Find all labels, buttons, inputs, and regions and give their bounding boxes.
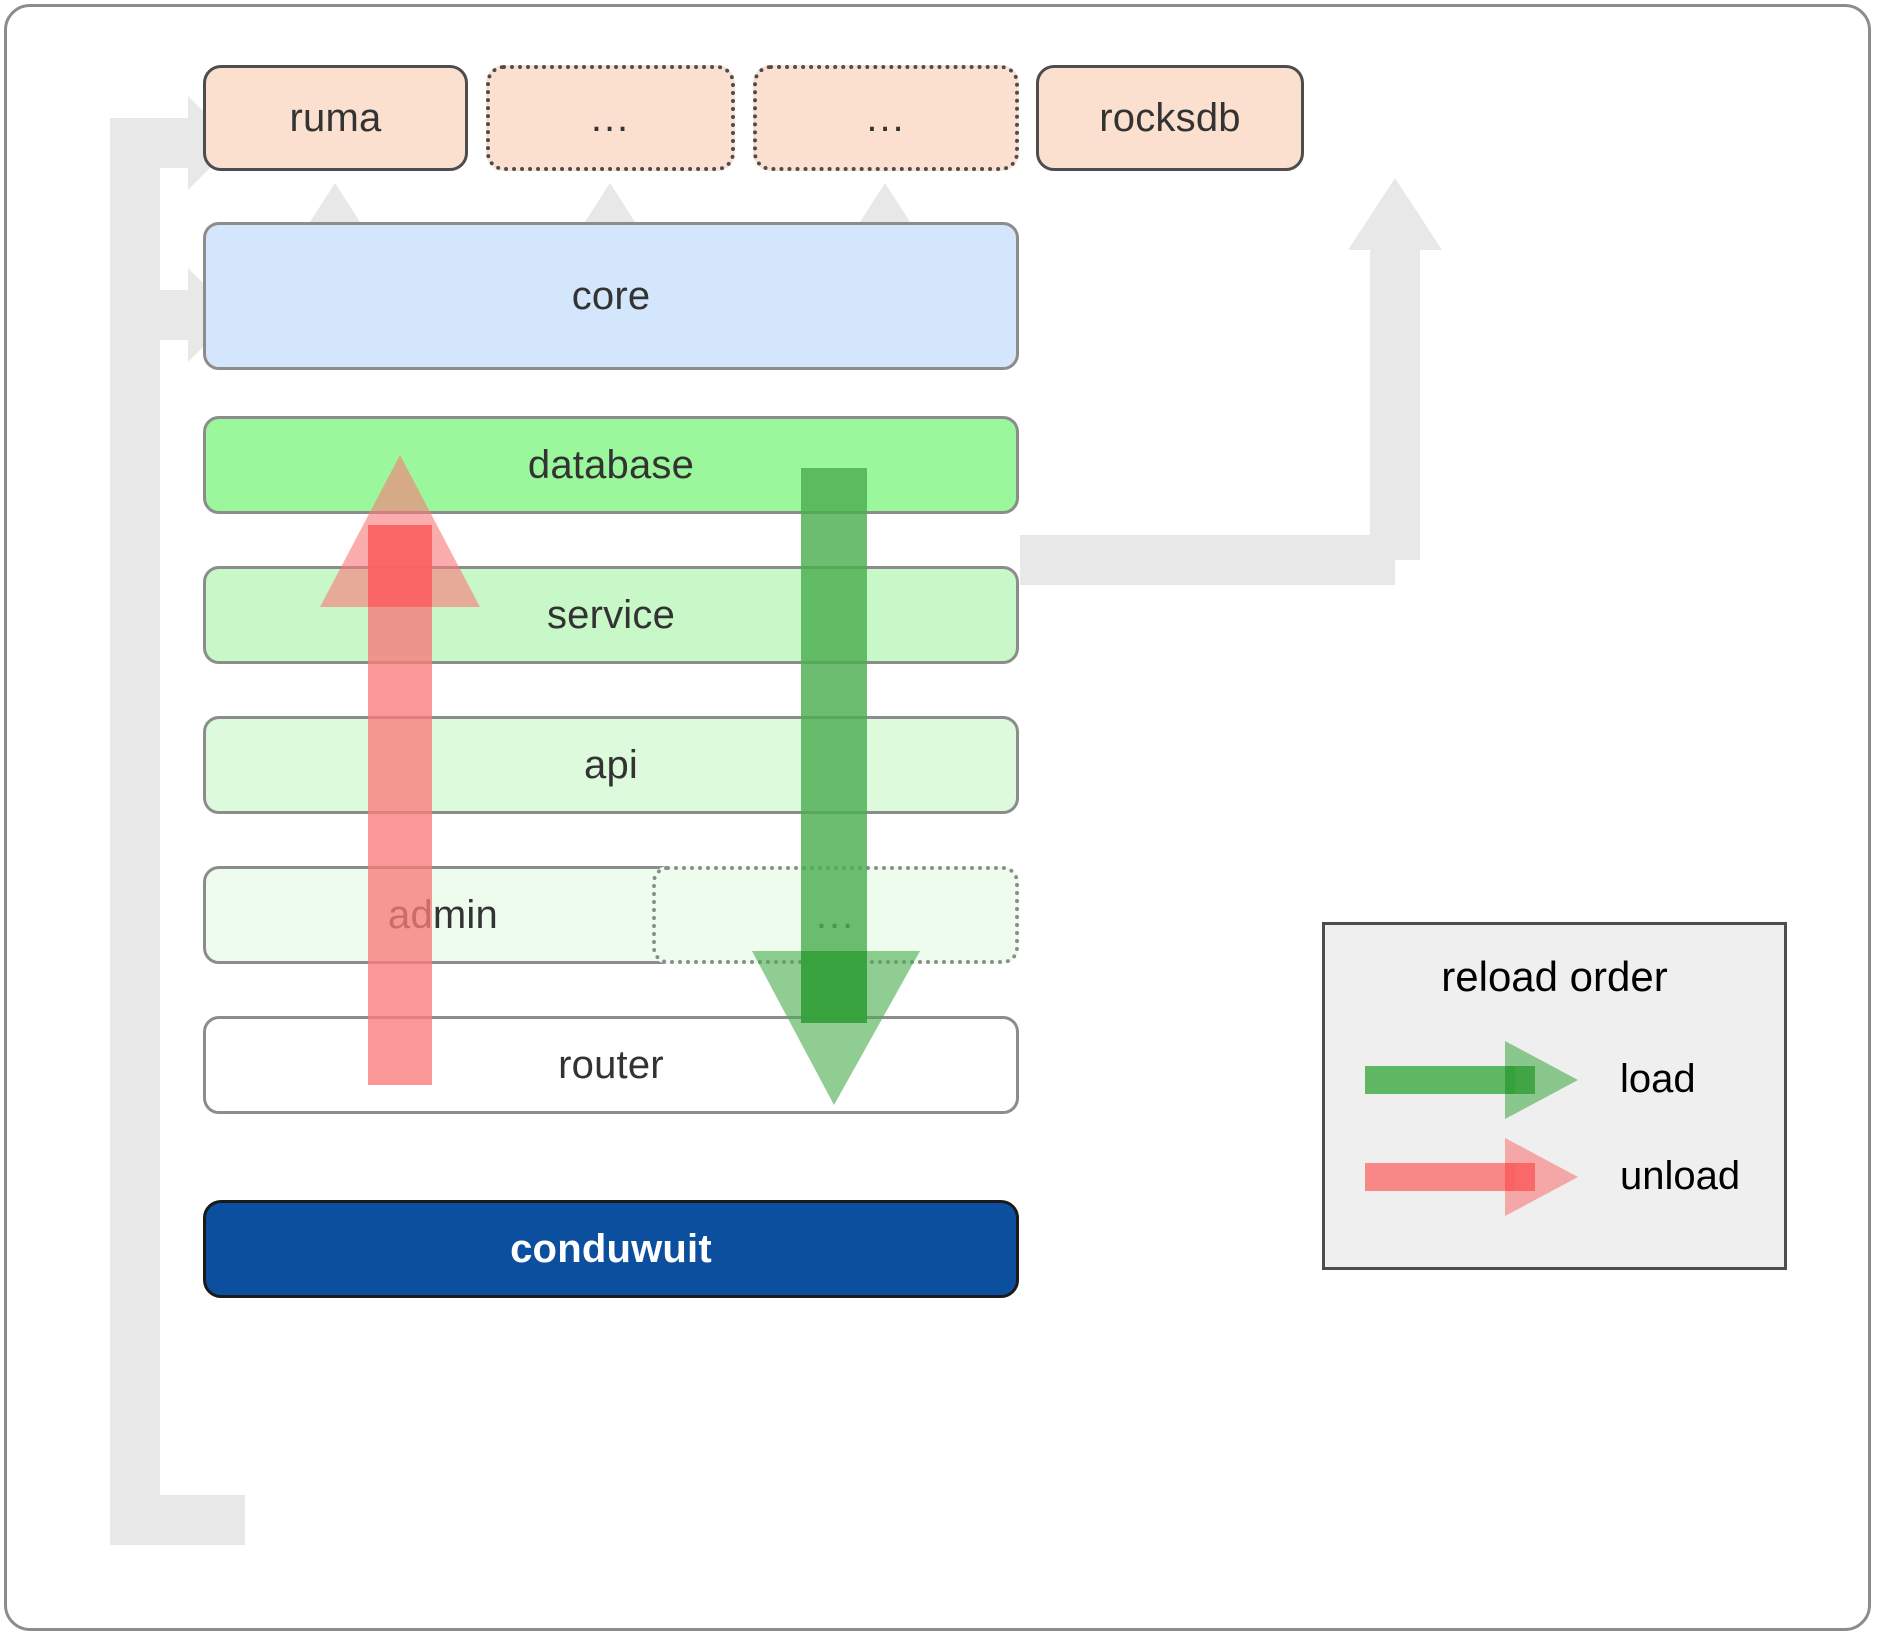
- legend-arrows: [1365, 1041, 1578, 1216]
- core-label: core: [571, 273, 651, 318]
- layer-node-database[interactable]: database: [203, 416, 1019, 514]
- dep-node-ruma[interactable]: ruma: [203, 65, 468, 171]
- legend-label-unload: unload: [1620, 1154, 1741, 1198]
- router-node[interactable]: router: [203, 1016, 1019, 1114]
- layer-label: service: [546, 592, 676, 637]
- layer-label: database: [527, 442, 695, 487]
- dep-label: ...: [866, 95, 906, 140]
- legend-panel: reload order load unload: [1322, 922, 1787, 1270]
- router-label: router: [558, 1042, 664, 1087]
- legend-unload-arrow: [1365, 1138, 1578, 1216]
- binary-node-conduwuit[interactable]: conduwuit: [203, 1200, 1019, 1298]
- leaf-node-admin[interactable]: admin: [203, 866, 683, 964]
- leaf-node-placeholder[interactable]: ...: [652, 866, 1019, 964]
- leaf-label: ...: [815, 892, 856, 937]
- dep-label: ...: [590, 95, 631, 140]
- dep-label: rocksdb: [1099, 95, 1241, 140]
- dep-node-placeholder-1[interactable]: ...: [486, 65, 735, 171]
- binary-label: conduwuit: [510, 1226, 712, 1271]
- layer-node-api[interactable]: api: [203, 716, 1019, 814]
- layer-label: api: [584, 742, 638, 787]
- core-node[interactable]: core: [203, 222, 1019, 370]
- legend-label-load: load: [1620, 1057, 1696, 1101]
- dep-node-placeholder-2[interactable]: ...: [753, 65, 1019, 171]
- dep-label: ruma: [289, 95, 382, 140]
- leaf-label: admin: [388, 892, 498, 937]
- legend-title: reload order: [1441, 953, 1668, 1000]
- legend-load-arrow: [1365, 1041, 1578, 1119]
- layer-node-service[interactable]: service: [203, 566, 1019, 664]
- dep-node-rocksdb[interactable]: rocksdb: [1036, 65, 1304, 171]
